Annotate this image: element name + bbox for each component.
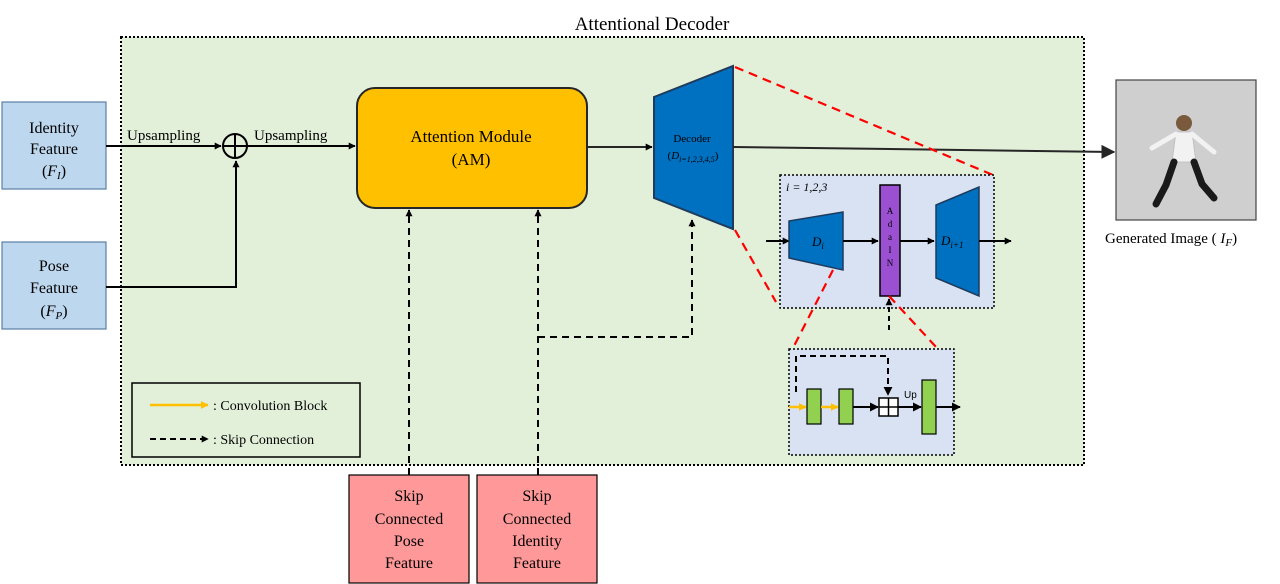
svg-text:Di: Di: [811, 234, 824, 251]
skip-to-decoder-arrow: [538, 219, 696, 338]
subblock-residual-path: [795, 355, 893, 396]
svg-text:(FP): (FP): [40, 303, 67, 322]
svg-text:Attention Module: Attention Module: [410, 127, 531, 146]
svg-text:Skip: Skip: [394, 488, 423, 505]
adain-letter: N: [887, 258, 894, 268]
svg-text:Decoder: Decoder: [673, 133, 711, 145]
svg-text:Feature: Feature: [30, 141, 78, 158]
diagram-title: Attentional Decoder: [575, 14, 730, 35]
inset-index-label: i = 1,2,3: [786, 180, 827, 194]
legend: : Convolution Block : Skip Connection: [131, 382, 361, 458]
skip-identity-feature-box: Skip Connected Identity Feature: [476, 474, 598, 584]
decoder-block: Decoder (Di=1,2,3,4,5): [653, 64, 734, 231]
identity-feature-box: Identity Feature (FI): [1, 101, 107, 190]
svg-text:Feature: Feature: [385, 555, 433, 572]
pose-to-combine-arrow: [106, 160, 240, 288]
svg-text:(FI): (FI): [42, 163, 66, 182]
svg-text:Di+1: Di+1: [940, 233, 963, 250]
zoom-line-top: [734, 65, 994, 177]
skip-pose-feature-box: Skip Connected Pose Feature: [348, 474, 470, 584]
legend-skip-label: : Skip Connection: [213, 433, 314, 448]
svg-text:Feature: Feature: [513, 555, 561, 572]
inset-block-dnext: Di+1: [935, 185, 980, 298]
combine-operator-icon: [222, 133, 248, 159]
subblock-conv-1: [806, 388, 822, 425]
inset-block-di: Di: [788, 211, 844, 271]
adain-letter: a: [888, 232, 892, 242]
subblock-conv-3: [921, 379, 937, 435]
svg-text:Skip: Skip: [522, 488, 551, 505]
legend-conv-label: : Convolution Block: [213, 399, 327, 414]
upsampling-label-2: Upsampling: [254, 128, 328, 144]
zoom-line-sub-right: [888, 295, 938, 349]
adain-letter: A: [887, 206, 894, 216]
svg-text:Connected: Connected: [375, 511, 443, 528]
svg-text:Connected: Connected: [503, 511, 571, 528]
upsampling-label-1: Upsampling: [127, 128, 201, 144]
person-figure-icon: [1149, 115, 1218, 208]
subblock-add-icon: [878, 397, 899, 417]
subblock-up-label: Up: [904, 390, 917, 401]
svg-text:Identity: Identity: [512, 533, 562, 550]
svg-text:Feature: Feature: [30, 280, 78, 297]
svg-text:Pose: Pose: [39, 258, 69, 275]
svg-text:(AM): (AM): [452, 150, 491, 169]
svg-text:Pose: Pose: [394, 533, 424, 550]
generated-image-caption: Generated Image ( IF): [1105, 231, 1237, 249]
generated-image: [1115, 79, 1257, 221]
subblock-conv-2: [838, 388, 854, 425]
decoder-to-output-arrow: [732, 144, 1116, 159]
adain-letter: d: [888, 219, 893, 229]
svg-text:Identity: Identity: [29, 120, 79, 137]
adain-letter: I: [889, 245, 892, 255]
attention-module-block: Attention Module (AM): [356, 87, 588, 209]
pose-feature-box: Pose Feature (FP): [1, 241, 107, 330]
